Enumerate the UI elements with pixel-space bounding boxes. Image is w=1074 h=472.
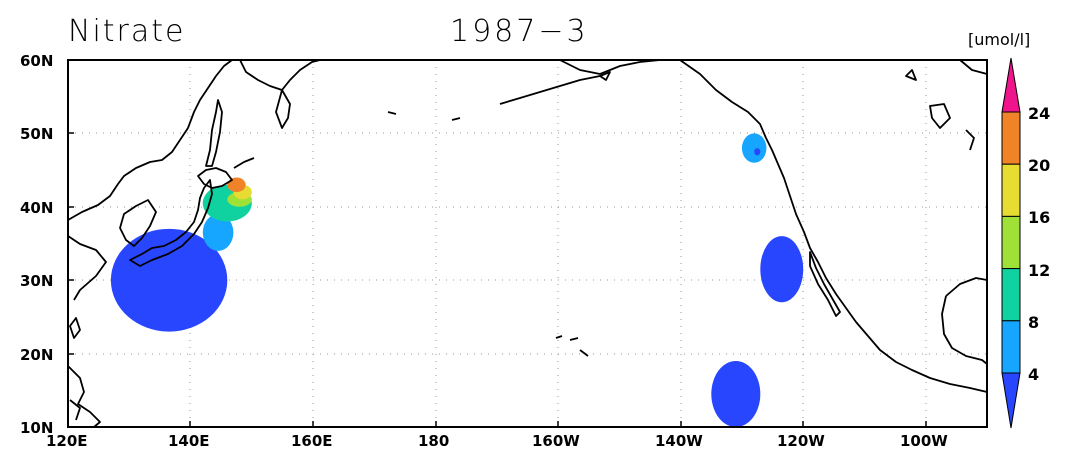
colorbar-swatch-b8_12 [1001,268,1021,322]
lat-label-60n: 60N [20,52,54,70]
nitrate-region-8 [760,236,804,303]
colorbar-unit-label: [umol/l] [968,30,1031,49]
nitrate-region-9 [711,360,761,427]
colorbar-swatch-gt24 [1001,57,1021,113]
colorbar-swatch-b12_16 [1001,215,1021,270]
nitrate-region-6 [741,133,767,163]
lon-label-180: 180 [418,432,450,450]
lon-label-140w: 140W [655,432,703,450]
axis-ticks [68,132,927,427]
colorbar-label-12: 12 [1028,261,1051,280]
lon-label-160w: 160W [532,432,580,450]
lon-label-140e: 140E [168,432,210,450]
colorbar-swatch-b20_24 [1001,111,1021,165]
colorbar-label-8: 8 [1028,313,1040,332]
colorbar-label-16: 16 [1028,208,1051,227]
nitrate-region-7 [754,148,761,156]
lat-label-40n: 40N [20,199,54,217]
lon-label-100w: 100W [900,432,948,450]
nitrate-region-5 [227,177,246,193]
colorbar-swatch-b16_20 [1001,163,1021,217]
nitrate-field [110,133,804,427]
colorbar [1001,57,1021,429]
variable-title: Nitrate [68,14,186,49]
colorbar-label-4: 4 [1028,365,1040,384]
lat-label-30n: 30N [20,272,54,290]
colorbar-label-20: 20 [1028,156,1051,175]
nitrate-region-1 [202,214,234,251]
colorbar-swatch-lt4 [1001,372,1021,429]
period-title: 1987−3 [450,14,589,49]
colorbar-label-24: 24 [1028,104,1051,123]
colorbar-swatch-b4_8 [1001,320,1021,374]
plot-frame [67,59,988,428]
lon-label-160e: 160E [291,432,333,450]
coastlines [67,59,988,428]
lat-label-50n: 50N [20,125,54,143]
lon-label-120e: 120E [46,432,88,450]
lat-label-10n: 10N [20,419,54,437]
lat-label-20n: 20N [20,346,54,364]
lon-label-120w: 120W [777,432,825,450]
